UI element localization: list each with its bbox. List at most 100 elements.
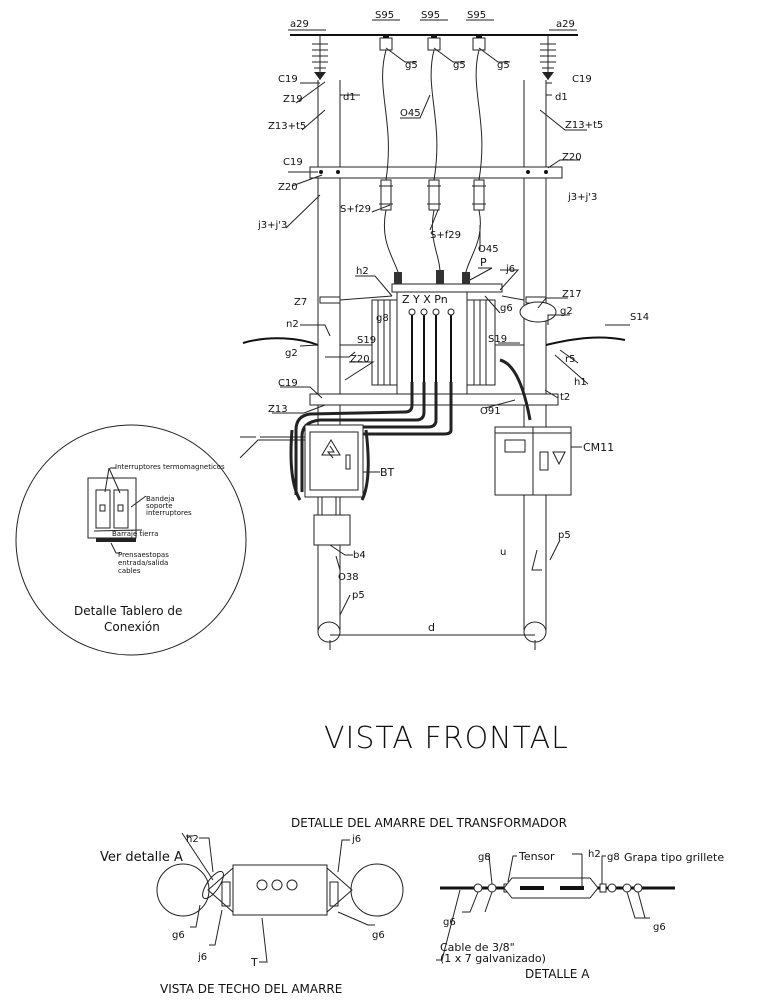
label-p5-left: p5	[352, 590, 365, 601]
dimension-d	[329, 634, 536, 650]
label-t2: t2	[560, 392, 570, 403]
label-tray-2: soporte	[146, 502, 173, 510]
label-ground-bar: Barraje tierra	[112, 530, 158, 538]
label-p: P	[480, 256, 487, 269]
label-p5-right: p5	[558, 530, 571, 541]
label-tray-1: Bandeja	[146, 495, 175, 503]
label-o45-mid: O45	[478, 244, 499, 255]
label-tensor: Tensor	[518, 850, 555, 863]
vista-frontal-title: VISTA FRONTAL	[324, 721, 569, 756]
cutout-to-transformer-cables	[383, 209, 481, 273]
drop-cables	[382, 49, 483, 181]
lower-crossarm	[309, 393, 559, 406]
label-g5-3: g5	[497, 60, 510, 71]
label-c19-top-right: C19	[572, 74, 592, 85]
label-roof-g6-left: g6	[172, 930, 185, 941]
label-h2: h2	[356, 266, 369, 277]
roof-view-labels: Ver detalle A h2 j6 g6 g6 j6 T	[100, 834, 385, 969]
label-c19-low: C19	[278, 378, 298, 389]
label-z19: Z19	[283, 94, 303, 105]
label-z20-low: Z20	[350, 354, 370, 365]
label-a29-left: a29	[290, 19, 309, 30]
roof-view-caption: VISTA DE TECHO DEL AMARRE	[160, 982, 342, 996]
label-roof-t: T	[250, 956, 258, 969]
label-cable-2: (1 x 7 galvanizado)	[440, 952, 546, 965]
right-pole	[523, 80, 547, 630]
label-cable-1: Cable de 3/8"	[440, 941, 515, 954]
frontal-view	[240, 19, 630, 650]
label-s14: S14	[630, 312, 649, 323]
label-g2-left: g2	[285, 348, 298, 359]
label-roof-g6-right: g6	[372, 930, 385, 941]
transformer-tie-wires	[339, 295, 525, 346]
label-a29-right: a29	[556, 19, 575, 30]
label-bt: BT	[380, 466, 395, 479]
label-s95-1: S95	[375, 10, 394, 21]
transformer	[371, 270, 503, 396]
label-roof-j6-bottom: j6	[197, 952, 207, 963]
line-clamps	[379, 35, 486, 51]
connection-panel-detail	[15, 424, 305, 656]
label-s95-2: S95	[421, 10, 440, 21]
label-roof-h2: h2	[186, 834, 199, 845]
label-o38: O38	[338, 572, 359, 583]
label-breakers: Interruptores termomagneticos	[115, 463, 225, 471]
connection-panel-labels: Interruptores termomagneticos Bandeja so…	[112, 463, 225, 575]
label-d1-left: d1	[343, 92, 356, 103]
label-r5: r5	[565, 354, 575, 365]
label-sf29-left: S+f29	[340, 204, 371, 215]
detail-a-labels: g8 Tensor h2 g8 Grapa tipo grillete g6 g…	[440, 849, 724, 965]
label-g8: g8	[376, 313, 389, 324]
bottom-title: DETALLE DEL AMARRE DEL TRANSFORMADOR	[291, 816, 567, 830]
detail-a-caption: DETALLE A	[525, 967, 590, 981]
label-g5-2: g5	[453, 60, 466, 71]
label-g2-right: g2	[560, 306, 573, 317]
label-glands-3: cables	[118, 567, 141, 575]
label-c19-top-left: C19	[278, 74, 298, 85]
left-pole-base	[317, 621, 341, 643]
label-ver-detalle: Ver detalle A	[100, 850, 183, 865]
label-a-g6-left: g6	[443, 917, 456, 928]
label-a-g6-right: g6	[653, 922, 666, 933]
label-z20-left: Z20	[278, 182, 298, 193]
label-roof-j6: j6	[351, 834, 361, 845]
label-o91: O91	[480, 406, 501, 417]
right-insulator	[540, 35, 556, 80]
left-pole	[317, 80, 341, 630]
label-d1-right: d1	[555, 92, 568, 103]
detail-title-line2: Conexión	[104, 620, 160, 634]
label-z13t5-left: Z13+t5	[268, 121, 306, 132]
cm-meter-box	[494, 426, 572, 496]
label-z7: Z7	[294, 297, 307, 308]
ground-cable-left	[242, 337, 319, 346]
roof-view-drawing	[156, 832, 404, 963]
left-insulator	[312, 35, 328, 80]
b4-box	[313, 514, 351, 546]
label-phases: Z Y X Pn	[402, 293, 448, 306]
detail-title-line1: Detalle Tablero de	[74, 604, 182, 618]
label-j3-right: j3+j'3	[567, 192, 597, 203]
bt-panel	[289, 424, 370, 501]
lv-cable	[294, 382, 414, 495]
label-z13: Z13	[268, 404, 288, 415]
label-s95-3: S95	[467, 10, 486, 21]
label-z13t5-right: Z13+t5	[565, 120, 603, 131]
label-s19-right: S19	[488, 334, 507, 345]
label-n2: n2	[286, 319, 299, 330]
label-u: u	[500, 547, 506, 558]
label-a-g8-left: g8	[478, 852, 491, 863]
label-j6: j6	[505, 264, 515, 275]
label-d: d	[428, 621, 435, 634]
label-s19-left: S19	[357, 335, 376, 346]
label-g5-1: g5	[405, 60, 418, 71]
ground-cable-right	[545, 336, 626, 346]
label-g6: g6	[500, 303, 513, 314]
label-sf29-right: S+f29	[430, 230, 461, 241]
label-cm11: CM11	[583, 441, 614, 454]
label-z17: Z17	[562, 289, 582, 300]
label-tray-3: interruptores	[146, 509, 192, 517]
label-glands-2: entrada/salida	[118, 559, 168, 567]
right-pole-base	[523, 621, 547, 643]
label-h1: h1	[574, 377, 587, 388]
